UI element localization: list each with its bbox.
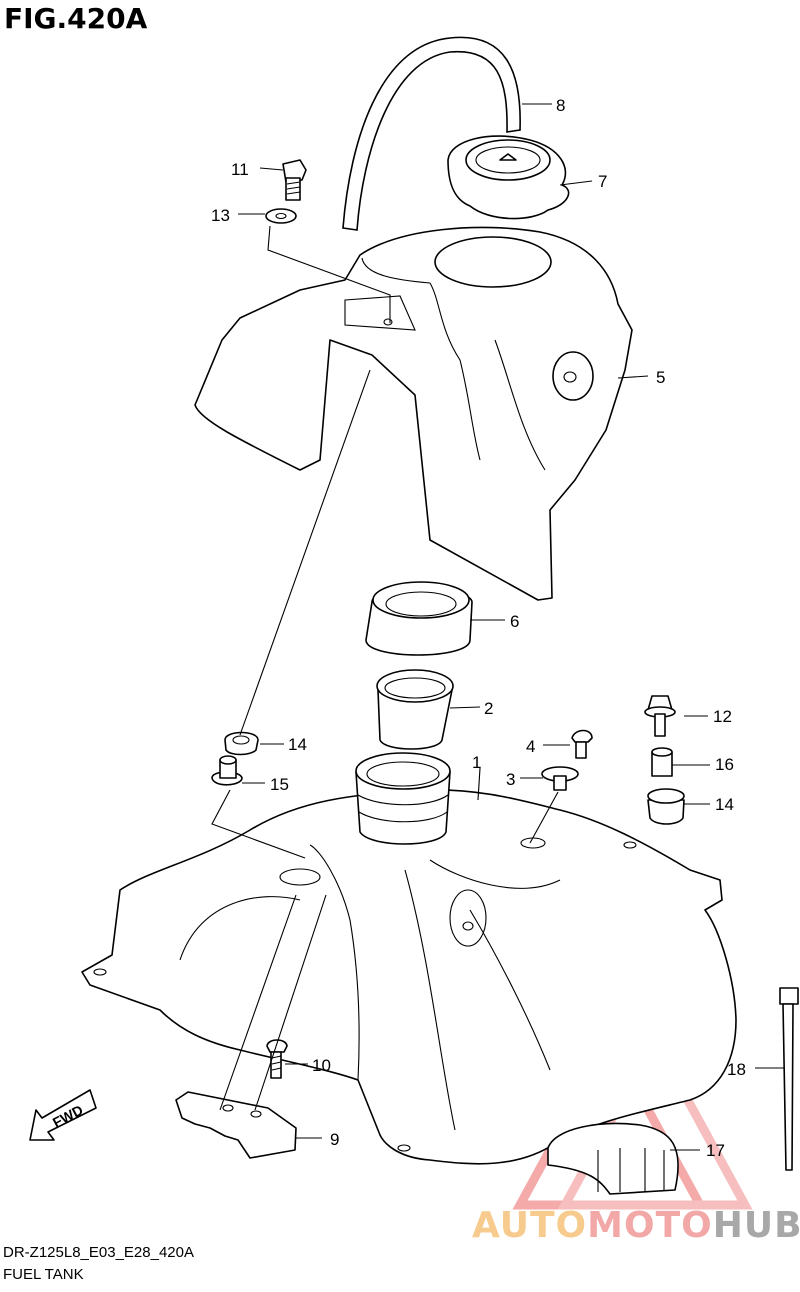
callout-10: 10 [312,1056,331,1075]
part-8-hose [342,36,521,231]
callout-12: 12 [713,707,732,726]
callout-14-right: 14 [715,795,734,814]
callout-3: 3 [506,770,515,789]
callout-11: 11 [231,160,249,179]
callout-6: 6 [510,612,519,631]
leader-lines [211,103,784,1151]
part-15-collar [211,755,243,786]
part-12-bolt [644,695,676,737]
callout-1: 1 [472,753,481,772]
callout-2: 2 [484,699,493,718]
callout-18: 18 [727,1060,746,1079]
callout-15: 15 [270,775,289,794]
fwd-arrow-icon: FWD [29,1089,97,1141]
figure-title: FIG.420A [4,2,148,35]
callout-14-left: 14 [288,735,307,754]
part-7-fuel-cap [447,135,570,220]
part-6-grommet [365,581,473,656]
callout-8: 8 [556,96,565,115]
part-18-cable-tie [779,987,799,1171]
part-11-bolt [282,159,307,201]
callout-13: 13 [211,206,230,225]
part-13-washer [265,208,297,224]
part-1-fuel-tank [81,752,737,1165]
callout-7: 7 [598,172,607,191]
part-14-grommet-left [224,731,259,756]
part-3-screw [541,766,579,791]
part-2-seal-ring [376,669,454,750]
part-4-screw [571,729,593,759]
callout-5: 5 [656,368,665,387]
part-9-bracket [175,1091,297,1159]
figure-name: FUEL TANK [3,1266,84,1283]
callout-9: 9 [330,1130,339,1149]
callout-16: 16 [715,755,734,774]
watermark-text: AUTOMOTOHUB [472,1205,800,1246]
part-5-tank-cover [194,226,633,601]
part-17-pad [547,1122,679,1195]
callout-4: 4 [526,737,535,756]
callout-labels: 1 2 3 4 5 6 7 8 9 10 11 12 13 14 14 15 1… [211,96,746,1160]
part-14-grommet-right [647,788,685,825]
part-16-collar [651,747,673,777]
part-10-screw [266,1039,288,1079]
figure-code: DR-Z125L8_E03_E28_420A [3,1244,194,1261]
callout-17: 17 [706,1141,725,1160]
